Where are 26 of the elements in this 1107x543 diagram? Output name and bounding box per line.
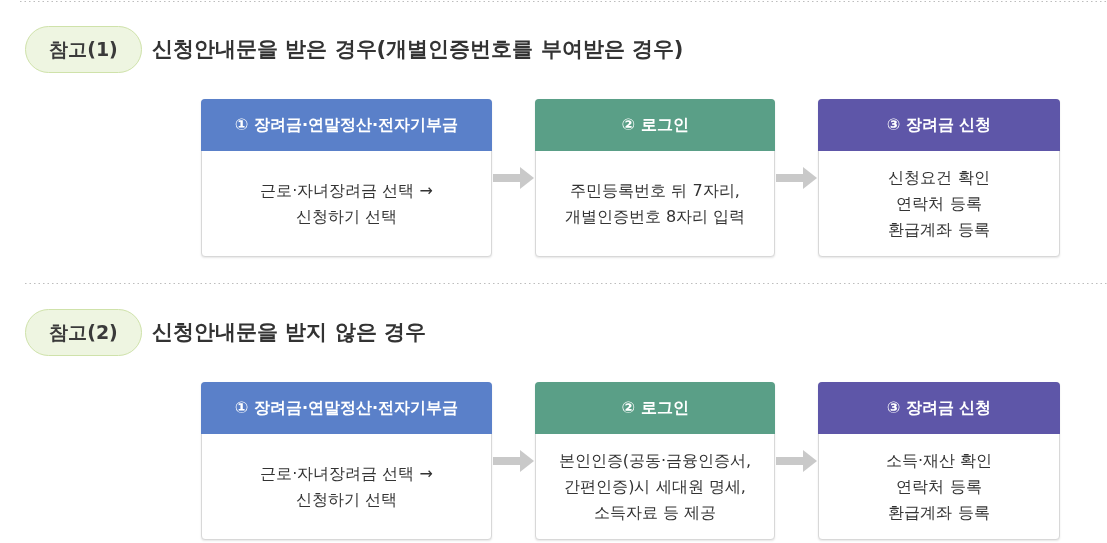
step-card — [201, 99, 492, 257]
step-header: ② 로그인 — [535, 382, 775, 434]
step-card — [535, 382, 775, 540]
arrow — [493, 167, 534, 189]
step-header: ② 로그인 — [535, 99, 775, 151]
reference-badge: 참고(1) — [25, 26, 142, 73]
step-header: ③ 장려금 신청 — [818, 382, 1060, 434]
step-header: ① 장려금·연말정산·전자기부금 — [201, 99, 492, 151]
step-card — [818, 99, 1060, 257]
step-card — [818, 382, 1060, 540]
step-description: 근로·자녀장려금 선택 → 신청하기 선택 — [259, 462, 434, 511]
step-description: 소득·재산 확인 연락처 등록 환급계좌 등록 — [884, 449, 994, 524]
step-description: 신청요건 확인 연락처 등록 환급계좌 등록 — [887, 166, 991, 241]
arrow — [776, 167, 817, 189]
step-header: ① 장려금·연말정산·전자기부금 — [201, 382, 492, 434]
step-card — [201, 382, 492, 540]
step-description: 본인인증(공동·금융인증서, 간편인증)시 세대원 명세, 소득자료 등 제공 — [557, 449, 753, 524]
arrow — [493, 450, 534, 472]
step-card — [535, 99, 775, 257]
section-title: 신청안내문을 받은 경우(개별인증번호를 부여받은 경우) — [152, 36, 684, 63]
reference-badge: 참고(2) — [25, 309, 142, 356]
step-description: 근로·자녀장려금 선택 → 신청하기 선택 — [259, 179, 434, 228]
arrow — [776, 450, 817, 472]
section-title: 신청안내문을 받지 않은 경우 — [152, 319, 426, 346]
step-description: 주민등록번호 뒤 7자리, 개별인증번호 8자리 입력 — [563, 179, 747, 228]
step-header: ③ 장려금 신청 — [818, 99, 1060, 151]
